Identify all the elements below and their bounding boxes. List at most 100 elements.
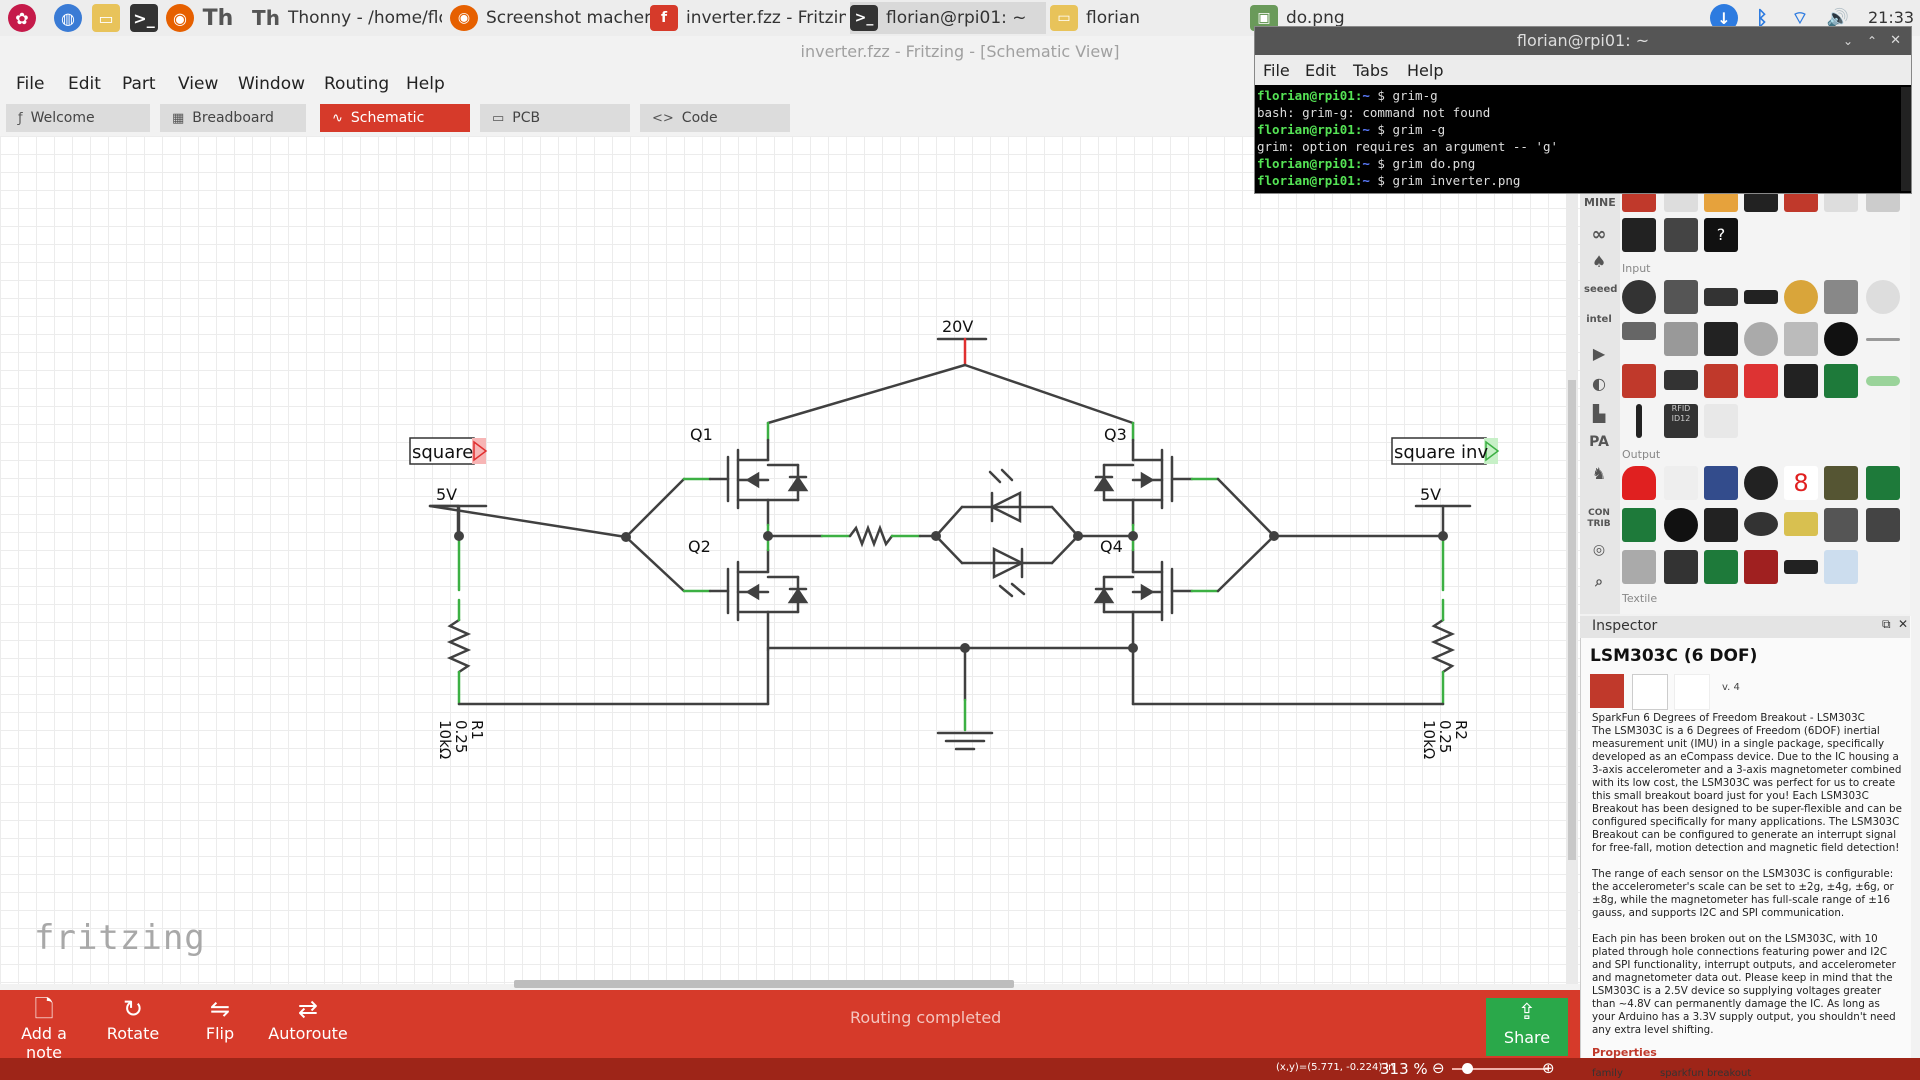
part-item[interactable] (1824, 280, 1858, 314)
part-item[interactable] (1636, 404, 1642, 438)
part-item[interactable] (1622, 280, 1656, 314)
part-item[interactable] (1744, 512, 1778, 536)
part-item[interactable] (1664, 508, 1698, 542)
net-label-square-inv[interactable]: square inv (1391, 437, 1500, 465)
rotate-button[interactable]: ↻ Rotate (96, 994, 170, 1043)
menu-view[interactable]: View (178, 74, 219, 94)
part-item[interactable] (1866, 466, 1900, 500)
part-item[interactable] (1622, 192, 1656, 212)
wifi-icon[interactable]: ⌔ (1791, 7, 1809, 29)
tab-schematic[interactable]: ∿ Schematic (320, 104, 470, 132)
horizontal-scrollbar[interactable] (514, 980, 1014, 988)
part-item[interactable] (1784, 322, 1818, 356)
part-item[interactable] (1622, 550, 1656, 584)
part-item[interactable] (1664, 550, 1698, 584)
part-item[interactable] (1784, 364, 1818, 398)
task-fritzing[interactable]: f inverter.fzz - Fritzing .. (650, 2, 846, 34)
tab-pcb[interactable]: ▭ PCB (480, 104, 630, 132)
pa-bin-icon[interactable]: PA (1589, 434, 1609, 450)
part-item[interactable] (1784, 560, 1818, 574)
part-item[interactable] (1744, 550, 1778, 584)
core-bin-icon[interactable]: ◎ (1592, 542, 1606, 558)
menu-routing[interactable]: Routing (324, 74, 390, 94)
zoom-out-icon[interactable]: ⊖ (1432, 1059, 1445, 1077)
terminal-launcher-icon[interactable]: >_ (130, 4, 158, 32)
part-item[interactable] (1744, 466, 1778, 500)
rfid-part[interactable]: RFID ID12 (1664, 404, 1698, 438)
add-note-button[interactable]: 🗋 Add a note (4, 994, 84, 1062)
minimize-icon[interactable]: ⌄ (1842, 34, 1853, 48)
autoroute-button[interactable]: ⇄ Autoroute (268, 994, 348, 1043)
web-browser-icon[interactable]: ◍ (54, 4, 82, 32)
part-item[interactable] (1824, 322, 1858, 356)
search-bin-icon[interactable]: ⌕ (1595, 574, 1603, 590)
terminal-scrollbar[interactable] (1901, 87, 1911, 191)
parts-bin-contrib[interactable]: CON TRIB (1587, 508, 1611, 529)
arduino-bin-icon[interactable]: ∞ (1591, 224, 1607, 245)
vertical-scrollbar-thumb[interactable] (1568, 380, 1576, 860)
close-icon[interactable]: ✕ (1898, 617, 1909, 631)
part-item[interactable] (1784, 512, 1818, 536)
seeed-bin-icon[interactable]: seeed (1584, 284, 1618, 295)
bluetooth-icon[interactable]: ᛒ (1756, 6, 1768, 30)
part-item[interactable] (1664, 280, 1698, 314)
net-label-square[interactable]: square (409, 437, 488, 465)
menu-window[interactable]: Window (238, 74, 306, 94)
play-bin-icon[interactable]: ▶ (1592, 344, 1606, 363)
thonny-launcher-icon[interactable]: Th (202, 5, 234, 31)
firefox-icon[interactable]: ◉ (166, 4, 194, 32)
zoom-slider[interactable] (1452, 1068, 1548, 1070)
part-item[interactable] (1622, 466, 1656, 500)
part-item[interactable] (1704, 508, 1738, 542)
part-item[interactable] (1824, 364, 1858, 398)
part-item[interactable] (1784, 280, 1818, 314)
part-item[interactable] (1866, 192, 1900, 212)
menu-part[interactable]: Part (122, 74, 156, 94)
part-item[interactable] (1866, 508, 1900, 542)
zoom-slider-handle[interactable] (1462, 1063, 1473, 1074)
part-item[interactable] (1744, 322, 1778, 356)
terminal-menu-file[interactable]: File (1263, 61, 1290, 80)
task-folder[interactable]: ▭ florian (1050, 2, 1240, 34)
undock-icon[interactable]: ⧉ (1882, 617, 1891, 631)
menu-edit[interactable]: Edit (68, 74, 101, 94)
part-item[interactable] (1622, 322, 1656, 340)
terminal-window[interactable]: florian@rpi01: ~ ⌄ ⌃ ✕ File Edit Tabs He… (1254, 26, 1912, 194)
part-item[interactable] (1824, 550, 1858, 584)
part-item[interactable] (1824, 466, 1858, 500)
terminal-menu-help[interactable]: Help (1407, 61, 1444, 80)
part-item[interactable] (1704, 466, 1738, 500)
tab-code[interactable]: <> Code (640, 104, 790, 132)
flip-button[interactable]: ⇋ Flip (190, 994, 250, 1043)
sparkfun-bin-icon[interactable]: ♠ (1591, 252, 1607, 271)
part-item[interactable] (1824, 508, 1858, 542)
part-item[interactable] (1622, 364, 1656, 398)
tab-welcome[interactable]: ƒ Welcome (6, 104, 150, 132)
part-item[interactable] (1784, 192, 1818, 212)
part-item[interactable] (1664, 322, 1698, 356)
share-button[interactable]: ⇪ Share (1486, 998, 1568, 1056)
part-item[interactable] (1704, 550, 1738, 584)
zoom-in-icon[interactable]: ⊕ (1542, 1059, 1555, 1077)
part-item[interactable] (1664, 218, 1698, 252)
part-item[interactable] (1704, 192, 1738, 212)
terminal-menu-tabs[interactable]: Tabs (1353, 61, 1389, 80)
mystery-part-icon[interactable]: ? (1704, 218, 1738, 252)
part-item[interactable] (1866, 280, 1900, 314)
part-item[interactable] (1704, 322, 1738, 356)
close-icon[interactable]: ✕ (1890, 33, 1901, 48)
terminal-title-bar[interactable]: florian@rpi01: ~ ⌄ ⌃ ✕ (1255, 27, 1911, 55)
schematic-canvas[interactable] (0, 136, 1580, 984)
intel-bin-icon[interactable]: intel (1586, 314, 1612, 325)
menu-file[interactable]: File (16, 74, 45, 94)
part-item[interactable] (1664, 466, 1698, 500)
part-item[interactable] (1866, 376, 1900, 386)
part-item[interactable] (1744, 290, 1778, 304)
maximize-icon[interactable]: ⌃ (1866, 34, 1877, 48)
volume-icon[interactable]: 🔊 (1826, 7, 1850, 29)
part-item[interactable] (1744, 192, 1778, 212)
task-thonny[interactable]: Th Thonny - /home/flor.. (252, 2, 442, 34)
part-item[interactable] (1744, 364, 1778, 398)
menu-help[interactable]: Help (406, 74, 445, 94)
